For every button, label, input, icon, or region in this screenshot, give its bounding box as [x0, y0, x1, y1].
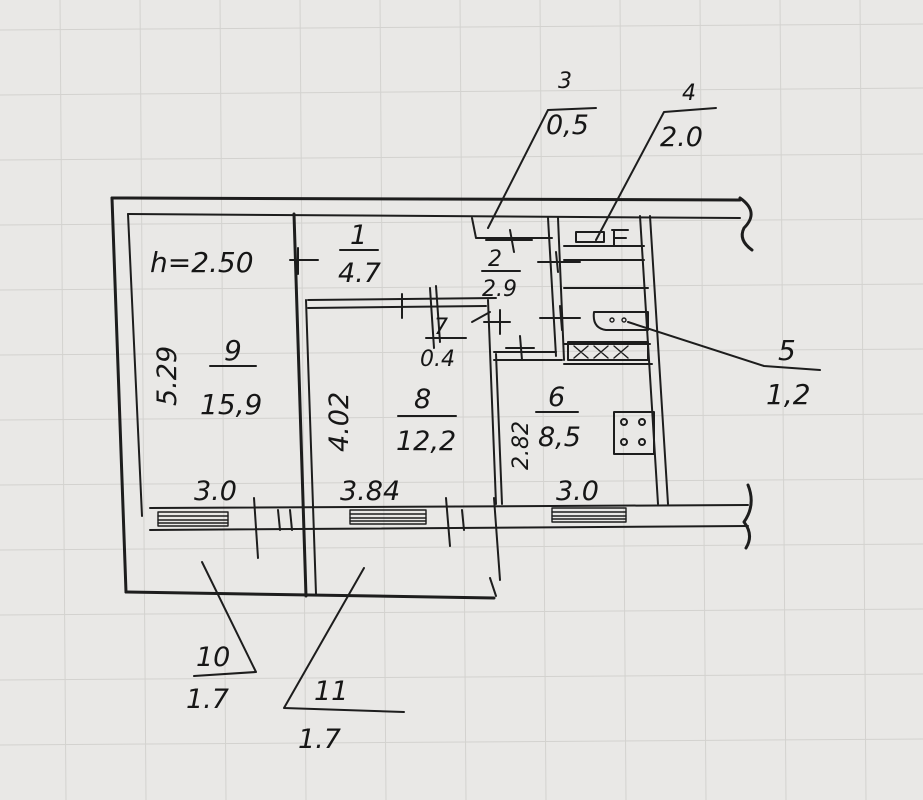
room-2-area: 2.9 [482, 277, 517, 302]
room-10-area: 1.7 [186, 684, 229, 715]
dimension-width-room6: 3.0 [556, 476, 599, 507]
room-5-number: 5 [778, 334, 796, 367]
ceiling-height-note: h=2.50 [150, 246, 254, 279]
room-11-area: 1.7 [298, 724, 341, 755]
windows [157, 497, 627, 559]
leader-lines [193, 107, 821, 713]
room-3-area: 0,5 [546, 110, 589, 141]
room-9-area: 15,9 [200, 388, 262, 421]
room-7-number: 7 [434, 315, 448, 340]
fraction-bars [209, 249, 579, 417]
room-3-number: 3 [558, 69, 572, 94]
bathtub-fixture [567, 311, 649, 361]
dimension-mid-height: 4.02 [324, 392, 355, 452]
room-4-area: 2.0 [660, 122, 703, 153]
dimension-right-height: 2.82 [509, 421, 534, 470]
room-9-number: 9 [224, 334, 242, 367]
room-7-area: 0.4 [420, 347, 455, 372]
labels: h=2.50 1 4.7 2 2.9 3 0,5 4 2.0 5 1,2 6 8… [150, 69, 811, 755]
room-6-number: 6 [548, 382, 565, 413]
interior-walls [292, 212, 669, 598]
dimension-left-height: 5.29 [152, 346, 183, 406]
room-6-area: 8,5 [538, 422, 581, 453]
room-1-number: 1 [350, 220, 367, 251]
room-1-area: 4.7 [338, 258, 381, 289]
room-8-number: 8 [414, 384, 431, 415]
room-11-number: 11 [314, 676, 348, 707]
toilet-fixture [575, 229, 629, 247]
room-10-number: 10 [196, 642, 230, 673]
stove-fixture [613, 411, 655, 455]
door-marks [289, 229, 581, 361]
dimension-width-room9: 3.0 [194, 476, 237, 507]
room-2-number: 2 [488, 247, 502, 272]
dimension-width-room8: 3.84 [340, 476, 400, 507]
room-5-area: 1,2 [766, 378, 811, 411]
room-8-area: 12,2 [396, 426, 456, 457]
room-4-number: 4 [682, 81, 696, 106]
